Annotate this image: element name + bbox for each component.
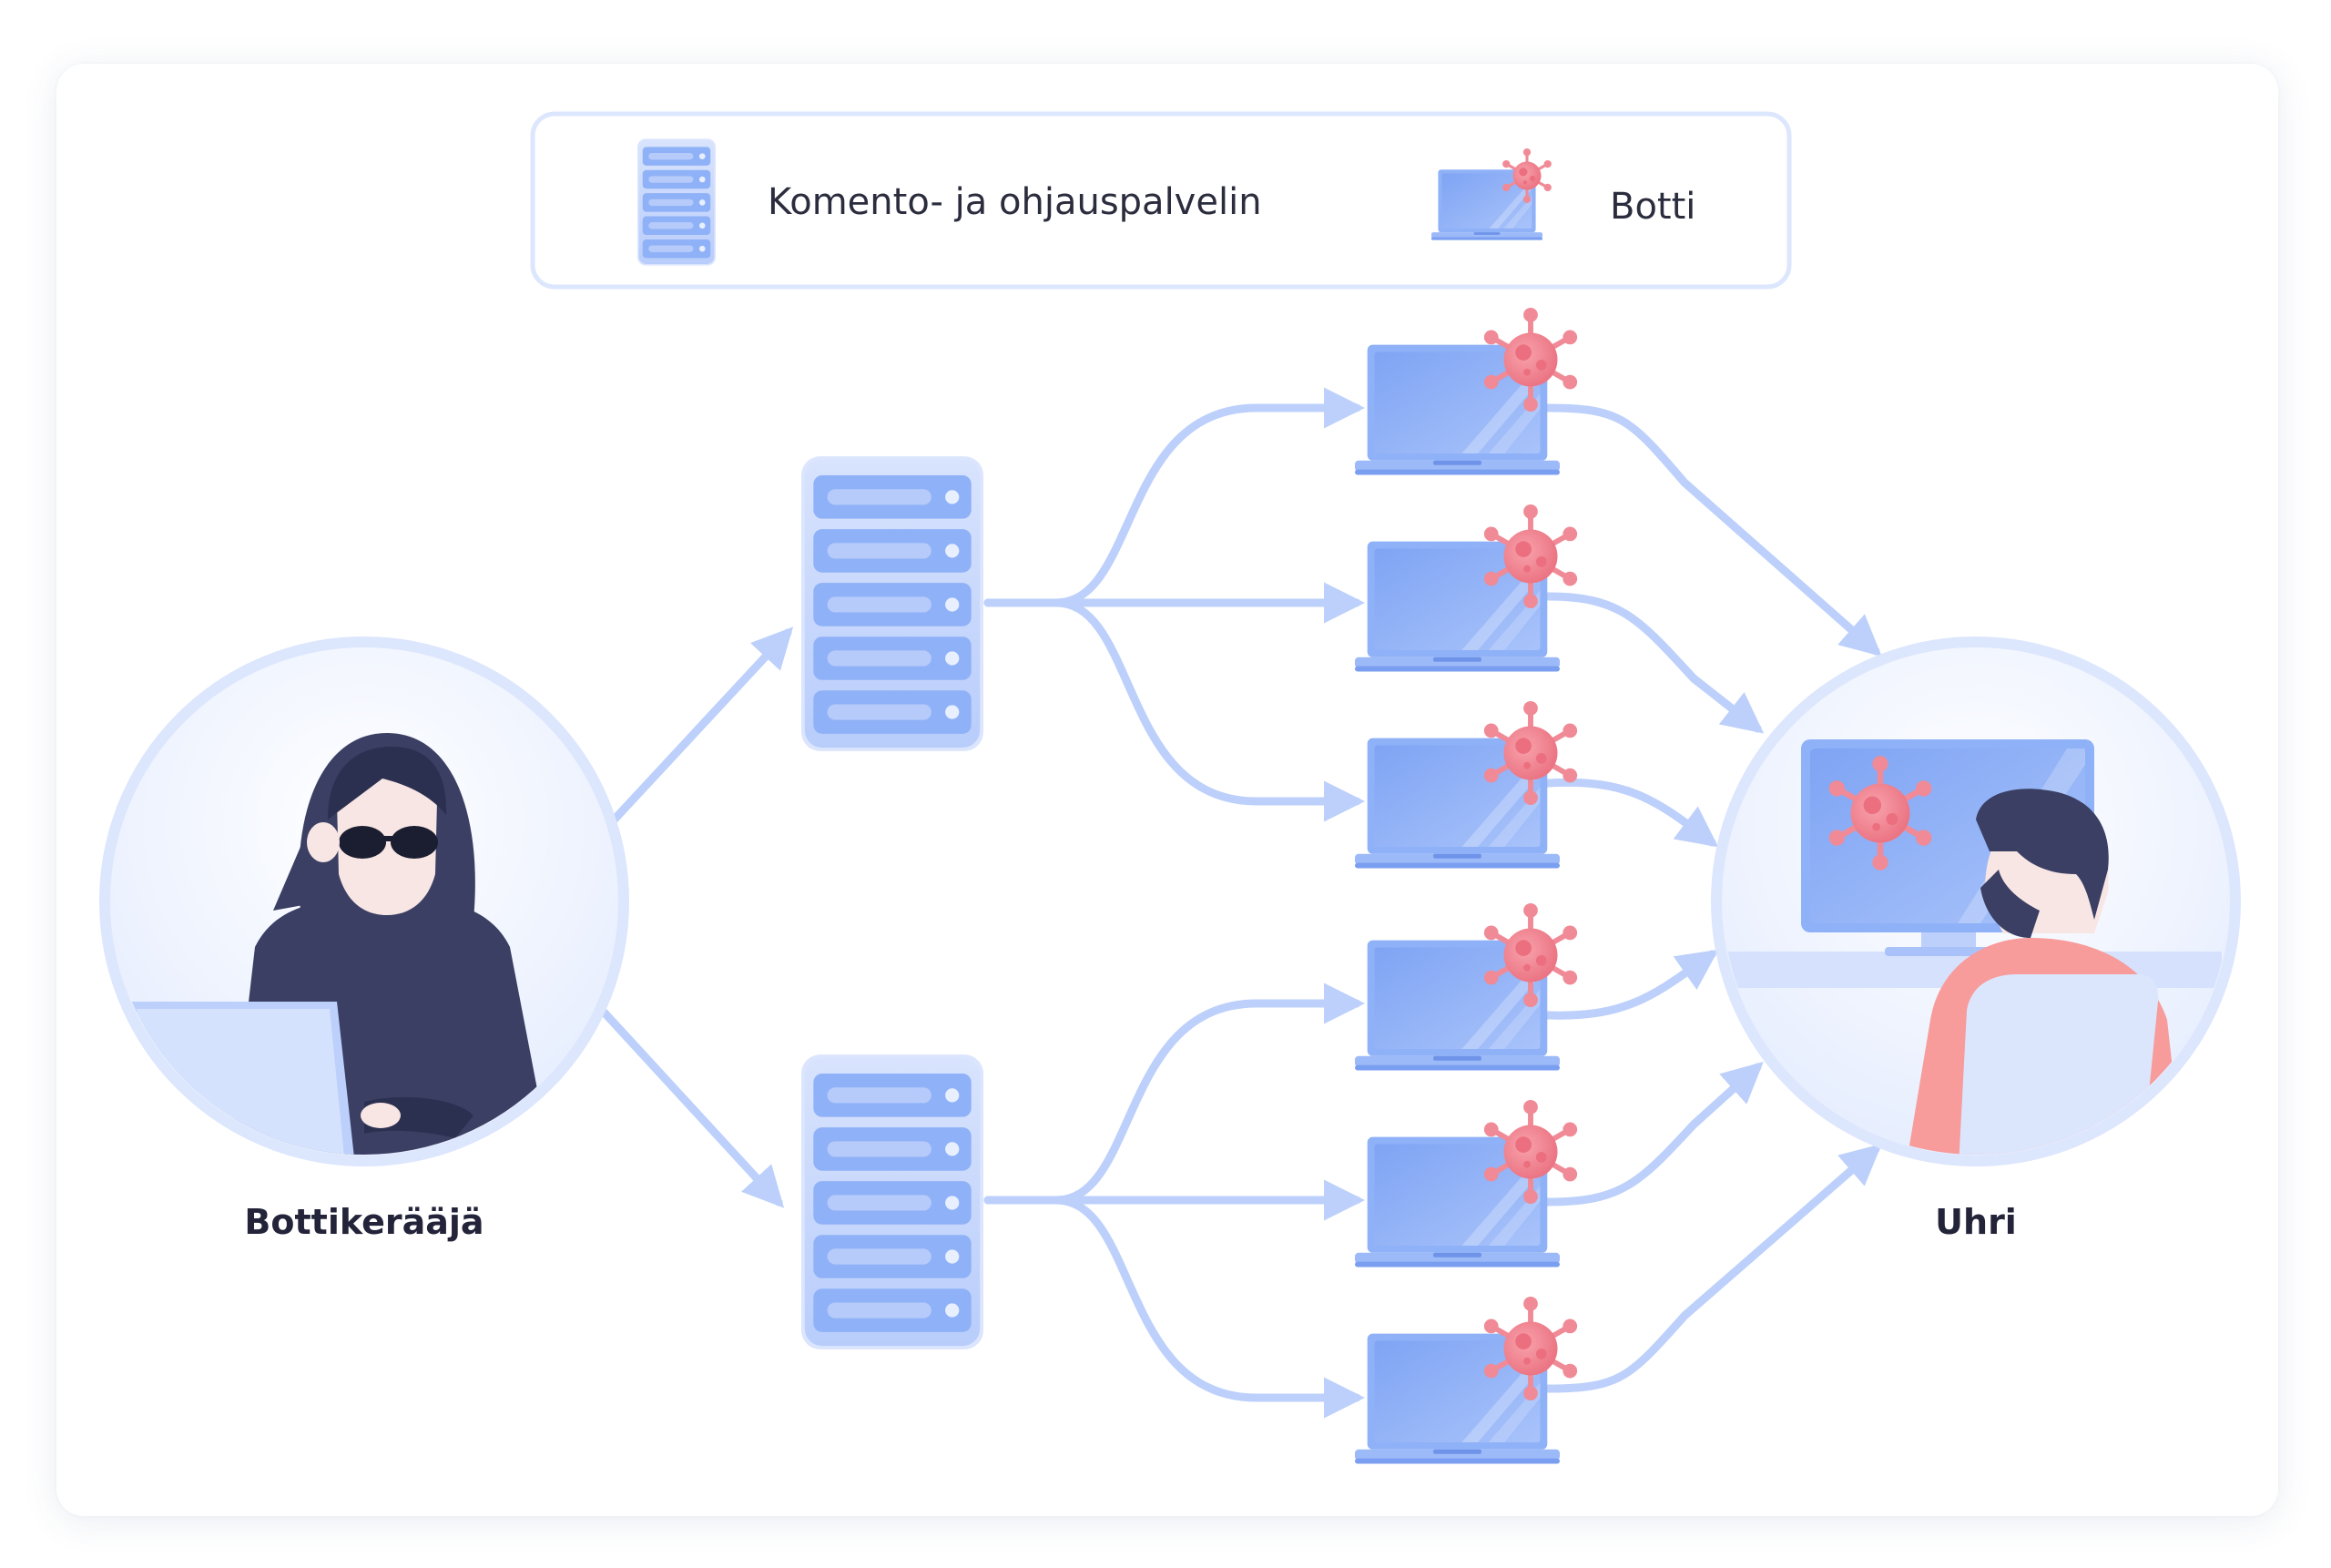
arrow-bot-2-to-victim — [1543, 592, 1765, 734]
arrow-bot-5-to-victim — [1543, 1061, 1764, 1207]
arrow-server-1-to-bot-3 — [983, 598, 1365, 822]
legend-server-icon — [637, 138, 716, 266]
connection-arrows — [596, 387, 1882, 1419]
arrow-server-2-to-bot-6 — [983, 1196, 1365, 1419]
legend-bot-label: Botti — [1610, 186, 1695, 228]
victim-node — [1711, 636, 2241, 1166]
bot-4 — [1355, 903, 1577, 1071]
bot-5 — [1355, 1100, 1577, 1268]
arrow-bot-3-to-victim — [1543, 778, 1719, 848]
arrow-server-2-to-bot-4 — [983, 983, 1365, 1205]
server-2 — [801, 1054, 983, 1349]
botmaster-node — [99, 636, 629, 1166]
arrow-bot-1-to-victim — [1543, 403, 1882, 657]
arrow-botmaster-to-server-2 — [596, 1004, 785, 1208]
victim-label: Uhri — [1935, 1202, 2017, 1242]
arrow-bot-6-to-victim — [1543, 1144, 1882, 1393]
server-1 — [801, 456, 983, 751]
bot-1 — [1355, 308, 1577, 475]
bot-2 — [1355, 504, 1577, 672]
botmaster-label: Bottikerääjä — [244, 1202, 484, 1242]
bot-6 — [1355, 1297, 1577, 1464]
legend: Komento- ja ohjauspalvelin Botti — [530, 111, 1792, 290]
arrow-bot-4-to-victim — [1543, 949, 1719, 1020]
arrow-botmaster-to-server-1 — [606, 626, 794, 829]
arrow-server-1-to-bot-1 — [983, 387, 1365, 607]
bot-3 — [1355, 701, 1577, 869]
legend-server-label: Komento- ja ohjauspalvelin — [768, 181, 1262, 223]
